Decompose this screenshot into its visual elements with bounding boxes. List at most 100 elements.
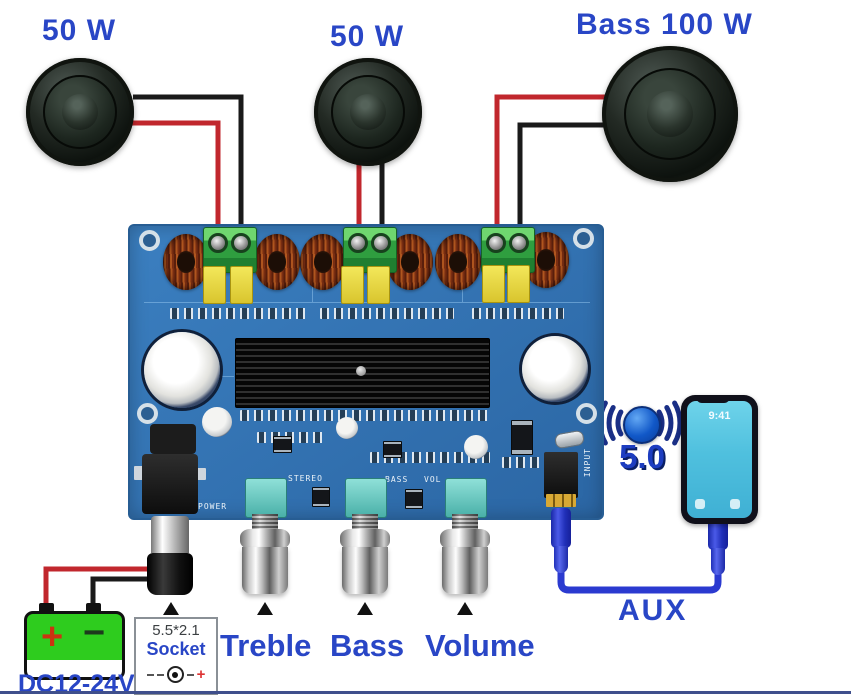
small-capacitor: [336, 417, 358, 439]
socket-word: Socket: [146, 639, 206, 659]
polarity-dash: [186, 673, 194, 676]
arrow-up-icon: [457, 602, 473, 615]
bass-knob: [342, 547, 388, 594]
phone-screen: 9:41: [687, 401, 752, 518]
inductor-icon: [163, 234, 209, 290]
flashlight-icon: [695, 499, 705, 509]
bass-knob: [340, 529, 390, 549]
polarity-dash: [146, 673, 154, 676]
aux-cable: [557, 562, 722, 594]
socket-spec-box: 5.5*2.1 Socket +: [134, 617, 218, 695]
bt-wave-right-icon: [664, 405, 674, 441]
bt-wave-left-icon: [606, 405, 616, 441]
speaker-dome: [61, 93, 99, 131]
speaker1-terminal: [203, 227, 257, 273]
terminal-screw: [509, 233, 529, 253]
dc-plug-icon: [147, 553, 193, 595]
battery-plus: +: [41, 616, 64, 658]
bt-wave-left-icon: [615, 409, 624, 437]
battery-negative-wire: [90, 576, 152, 612]
volume-pot: [445, 478, 487, 518]
film-capacitor: [482, 265, 505, 303]
dc-power-jack: [142, 454, 198, 514]
silkscreen-input: INPUT: [583, 448, 592, 478]
silkscreen-vol: VOL: [424, 475, 442, 484]
smd-ic: [383, 441, 402, 458]
smd-row: [170, 308, 308, 319]
battery-minus: −: [83, 612, 106, 654]
speaker1-positive-wire: [131, 120, 221, 240]
aux-input-jack: [544, 452, 578, 498]
aux-label: AUX: [618, 594, 688, 627]
jack-gold-pins: [546, 494, 576, 507]
treble-pot: [245, 478, 287, 518]
jack-tab: [134, 466, 143, 480]
film-capacitor: [507, 265, 530, 303]
bass-speaker-icon: [602, 46, 738, 182]
mounting-hole: [576, 403, 597, 424]
speaker-dome: [349, 93, 387, 131]
battery-voltage-label: DC12-24V: [18, 670, 135, 698]
knob-shaft: [452, 514, 478, 531]
socket-polarity-icon: +: [146, 665, 206, 683]
treble-knob: [240, 529, 290, 549]
electrolytic-capacitor: [522, 336, 588, 402]
small-capacitor: [202, 407, 232, 437]
bass-positive-wire: [494, 94, 612, 240]
speaker2-terminal: [343, 227, 397, 273]
terminal-screw: [208, 233, 228, 253]
phone-notch: [696, 395, 730, 403]
bass-pot: [345, 478, 387, 518]
smd-row: [240, 410, 490, 421]
film-capacitor: [367, 266, 390, 304]
aux-plug-icon: [551, 508, 571, 548]
jack-tab: [197, 468, 206, 480]
speaker-dome: [646, 90, 694, 138]
terminal-screw: [348, 233, 368, 253]
film-capacitor: [341, 266, 364, 304]
polarity-dash: [156, 673, 164, 676]
smd-row: [257, 432, 327, 443]
polarity-plus: +: [196, 665, 206, 683]
dc-plug-icon: [151, 516, 189, 553]
silkscreen-power: POWER: [198, 502, 228, 511]
film-capacitor: [230, 266, 253, 304]
smd-row: [472, 308, 564, 319]
mounting-hole: [573, 228, 594, 249]
small-capacitor: [464, 435, 488, 459]
bluetooth-version: 5.0: [619, 438, 665, 475]
film-capacitor: [203, 266, 226, 304]
right-speaker-power-label: 50 W: [330, 20, 405, 53]
arrow-up-icon: [257, 602, 273, 615]
smd-row: [502, 457, 542, 468]
socket-size: 5.5*2.1: [152, 622, 200, 639]
smd-ic: [273, 436, 292, 453]
left-speaker-icon: [26, 58, 134, 166]
volume-knob: [442, 547, 488, 594]
polarity-center-pin: [166, 666, 184, 683]
power-relay: [150, 424, 196, 454]
bass-speaker-power-label: Bass 100 W: [576, 8, 753, 41]
smd-row: [370, 452, 490, 463]
treble-knob: [242, 547, 288, 594]
left-speaker-power-label: 50 W: [42, 14, 117, 47]
bottom-border-line: [0, 691, 851, 694]
arrow-up-icon: [163, 602, 179, 615]
phone-time: 9:41: [708, 410, 731, 422]
battery-terminal: [86, 603, 101, 613]
silkscreen-stereo: STEREO: [288, 474, 323, 483]
terminal-screw: [231, 233, 251, 253]
bass-label: Bass: [330, 628, 405, 663]
bt-wave-right-icon: [672, 400, 683, 446]
terminal-screw: [371, 233, 391, 253]
speaker1-negative-wire: [133, 94, 244, 240]
right-speaker-icon: [314, 58, 422, 166]
terminal-screw: [486, 233, 506, 253]
volume-label: Volume: [425, 628, 535, 663]
aux-plug-strain: [711, 548, 725, 575]
electrolytic-capacitor: [144, 332, 220, 408]
inductor-icon: [254, 234, 300, 290]
smd-ic: [405, 489, 423, 509]
bass-negative-wire: [517, 122, 618, 240]
inductor-icon: [435, 234, 481, 290]
